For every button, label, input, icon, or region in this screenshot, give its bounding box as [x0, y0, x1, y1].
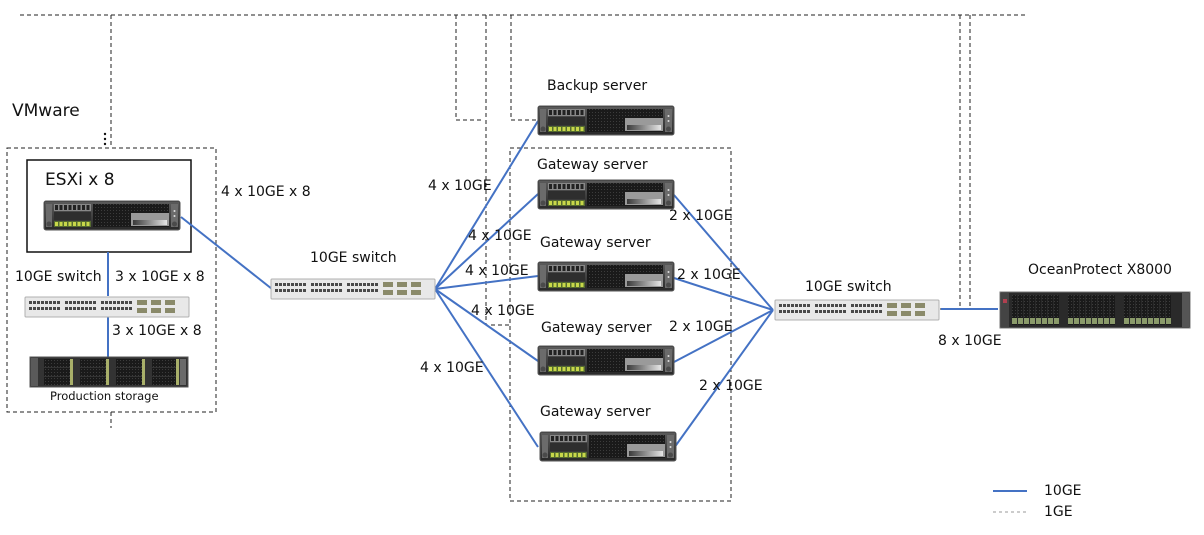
- gateway-server-3-label: Gateway server: [541, 320, 652, 336]
- link-core-gw2: [434, 275, 539, 290]
- gw3-storswitch-link-label: 2 x 10GE: [669, 319, 733, 335]
- 10ge-links: [107, 120, 998, 449]
- core-gw1-link-label: 4 x 10GE: [468, 228, 532, 244]
- gateway-server-4-label: Gateway server: [540, 404, 651, 420]
- vmswitch-prodstorage-link-label: 3 x 10GE x 8: [112, 323, 202, 339]
- oceanprotect-device[interactable]: [1000, 292, 1190, 328]
- backup-server-label: Backup server: [547, 78, 648, 94]
- oceanprotect-label: OceanProtect X8000: [1028, 262, 1172, 278]
- gateway-server-2-label: Gateway server: [540, 235, 651, 251]
- gw4-storswitch-link-label: 2 x 10GE: [699, 378, 763, 394]
- gateway-server-2-device[interactable]: [537, 261, 675, 292]
- vmware-group-label: VMware: [12, 101, 80, 121]
- gateway-server-1-device[interactable]: [537, 179, 675, 210]
- storage-switch-device[interactable]: [775, 300, 939, 320]
- production-storage-device[interactable]: [29, 356, 189, 388]
- storswitch-oceanprotect-link-label: 8 x 10GE: [938, 333, 1002, 349]
- core-switch-label: 10GE switch: [310, 250, 397, 266]
- legend-1ge-label: 1GE: [1044, 504, 1073, 520]
- production-storage-label: Production storage: [50, 389, 159, 403]
- gateway-server-3-device[interactable]: [537, 345, 675, 376]
- core-switch-device[interactable]: [271, 279, 435, 299]
- gw1-storswitch-link-label: 2 x 10GE: [669, 208, 733, 224]
- core-gw4-link-label: 4 x 10GE: [420, 360, 484, 376]
- link-core-backup: [434, 120, 539, 290]
- link-esxi-core: [180, 216, 273, 290]
- esxi-label: ESXi x 8: [45, 170, 115, 190]
- core-backup-link-label: 4 x 10GE: [428, 178, 492, 194]
- esxi-server-device[interactable]: [43, 200, 181, 231]
- backup-server-device[interactable]: [537, 105, 675, 136]
- legend-10ge-label: 10GE: [1044, 483, 1082, 499]
- gateway-server-1-label: Gateway server: [537, 157, 648, 173]
- core-gw3-link-label: 4 x 10GE: [471, 303, 535, 319]
- gateway-server-4-device[interactable]: [539, 431, 677, 462]
- esxi-core-link-label: 4 x 10GE x 8: [221, 184, 311, 200]
- link-gw4-storswitch: [673, 309, 774, 449]
- vmware-group-box: [6, 147, 217, 413]
- gw2-storswitch-link-label: 2 x 10GE: [677, 267, 741, 283]
- vm-switch-device[interactable]: [25, 297, 189, 317]
- link-gw2-storswitch: [673, 277, 774, 311]
- storage-switch-label: 10GE switch: [805, 279, 892, 295]
- vmware-dots: [103, 132, 107, 146]
- core-gw2-link-label: 4 x 10GE: [465, 263, 529, 279]
- mgmt-link-backup-b: [510, 15, 538, 121]
- link-gw1-storswitch: [673, 194, 774, 311]
- link-core-gw4: [434, 288, 539, 448]
- mgmt-link-backup-a: [455, 15, 483, 121]
- vm-switch-label: 10GE switch: [15, 269, 102, 285]
- link-core-gw3: [434, 288, 539, 362]
- esxi-vmswitch-link-label: 3 x 10GE x 8: [115, 269, 205, 285]
- link-core-gw1: [434, 193, 539, 290]
- link-gw3-storswitch: [673, 309, 774, 363]
